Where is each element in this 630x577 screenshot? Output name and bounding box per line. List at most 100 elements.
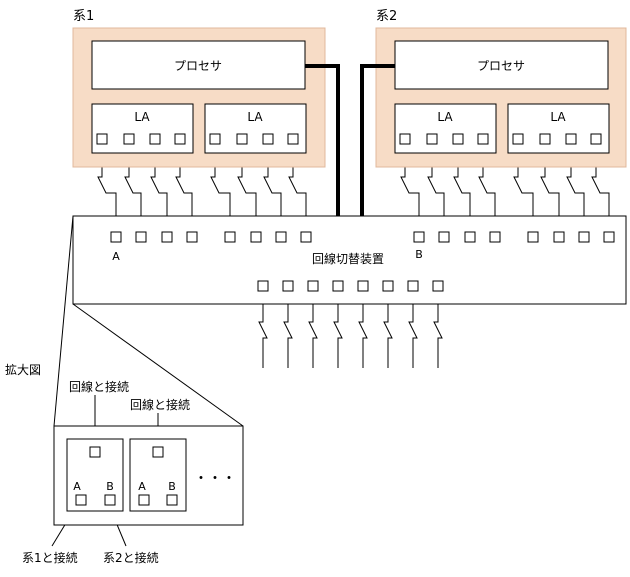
link-s2-2 (427, 144, 445, 232)
switch-port-a-label: A (112, 250, 120, 263)
switch-port-s2-3 (464, 231, 476, 243)
system-1-la-2 (204, 103, 307, 154)
processor-2-control-line (360, 64, 395, 216)
system-1-la-1-label: LA (134, 110, 150, 124)
zoom-line-left (53, 215, 74, 427)
switch-line-port-4 (332, 280, 344, 292)
link-s2-3 (453, 144, 471, 232)
link-s1-3 (150, 144, 168, 232)
switch-port-s1-2 (135, 231, 147, 243)
link-s1-7 (263, 144, 282, 232)
enlarged-sys1-connect: 系1と接続 (22, 550, 78, 565)
la-port-s1-7 (262, 133, 274, 145)
link-s1-5 (210, 144, 231, 232)
enlarged-unit-2-port-b-label: B (168, 480, 176, 493)
outgoing-line-7 (408, 291, 418, 368)
enlarged-line-connect-1: 回線と接続 (69, 379, 129, 394)
link-s1-2 (124, 144, 142, 232)
switch-box (72, 215, 627, 305)
link-s2-8 (591, 144, 610, 232)
la-port-s1-5 (209, 133, 221, 145)
la-port-s1-6 (236, 133, 248, 145)
enlarged-unit-2-port-b (166, 494, 178, 506)
switch-line-port-2 (282, 280, 294, 292)
enlarged-ellipsis: ・・・ (194, 471, 236, 487)
enlarged-line-connect-2: 回線と接続 (130, 397, 190, 412)
system-1-label: 系1 (73, 9, 94, 24)
la-port-s1-3 (149, 133, 161, 145)
link-s2-1 (400, 144, 420, 232)
link-s2-6 (540, 144, 560, 232)
switch-line-port-5 (357, 280, 369, 292)
la-port-s1-2 (123, 133, 135, 145)
system-2: 系2 プロセサ LA LA (375, 9, 627, 168)
la-port-s1-1 (96, 133, 108, 145)
outgoing-line-2 (283, 291, 293, 368)
switch-port-s1-4 (186, 231, 198, 243)
enlarged-unit-2-port-a (138, 494, 150, 506)
switch-port-s2-1 (413, 231, 425, 243)
switch-line-port-7 (407, 280, 419, 292)
outgoing-line-8 (433, 291, 443, 368)
enlarged-unit-1-line-port (89, 446, 101, 458)
enlarged-unit-1-port-b-label: B (106, 480, 114, 493)
la-port-s1-4 (174, 133, 186, 145)
switch-port-s2-7 (578, 231, 590, 243)
outgoing-line-3 (308, 291, 318, 368)
la-port-s2-8 (590, 133, 602, 145)
switch-line-port-6 (382, 280, 394, 292)
switch-port-s2-8 (603, 231, 615, 243)
enlarged-view-title: 拡大図 (5, 363, 41, 377)
system-2-label: 系2 (376, 9, 397, 24)
la-port-s2-7 (565, 133, 577, 145)
link-s1-4 (175, 144, 193, 232)
system-1-processor-label: プロセサ (174, 59, 222, 73)
switch-port-s2-2 (438, 231, 450, 243)
la-port-s2-4 (477, 133, 489, 145)
system-1-la-2-label: LA (247, 110, 263, 124)
switch-port-b-label: B (415, 248, 423, 261)
outgoing-line-1 (258, 291, 268, 368)
la-port-s2-5 (512, 133, 524, 145)
enlarged-unit-2-line-port (152, 446, 164, 458)
enlarged-view: 拡大図 回線と接続 回線と接続 A B A B ・・・ 系1と接続 系2と接続 (5, 363, 244, 565)
zoom-line-right (72, 303, 244, 427)
la-port-s2-1 (399, 133, 411, 145)
switch-line-port-3 (307, 280, 319, 292)
switch-port-s1-3 (161, 231, 173, 243)
system-2-processor-label: プロセサ (477, 59, 525, 73)
link-s2-5 (513, 144, 534, 232)
switch-port-s1-6 (250, 231, 262, 243)
link-s2-4 (478, 144, 496, 232)
system-1-la-1 (91, 103, 194, 154)
outgoing-line-6 (383, 291, 393, 368)
switch-line-port-8 (432, 280, 444, 292)
system-2-la-1 (394, 103, 497, 154)
outgoing-line-5 (358, 291, 368, 368)
enlarged-unit-1-port-a (75, 494, 87, 506)
system-2-processor (394, 40, 609, 90)
la-port-s2-2 (426, 133, 438, 145)
link-s2-7 (566, 144, 585, 232)
processor-1-control-line (305, 64, 340, 216)
link-s1-8 (288, 144, 307, 232)
system-2-la-1-label: LA (437, 110, 453, 124)
enlarged-unit-1-port-b (104, 494, 116, 506)
enlarged-sys2-connect: 系2と接続 (103, 550, 159, 565)
switch-port-s1-7 (275, 231, 287, 243)
link-s1-6 (237, 144, 257, 232)
system-2-la-2-label: LA (550, 110, 566, 124)
la-port-s1-8 (287, 133, 299, 145)
outgoing-line-4 (333, 291, 343, 368)
switch-line-port-1 (257, 280, 269, 292)
link-s1-1 (97, 144, 117, 232)
system-1: 系1 プロセサ LA LA (72, 9, 326, 168)
la-port-s2-3 (452, 133, 464, 145)
enlarged-unit-1-port-a-label: A (73, 480, 81, 493)
switch-port-s2-5 (527, 231, 539, 243)
switch-label: 回線切替装置 (312, 251, 384, 266)
switch-port-s2-4 (489, 231, 501, 243)
system-2-la-2 (507, 103, 610, 154)
switch-port-s1-1 (110, 231, 122, 243)
